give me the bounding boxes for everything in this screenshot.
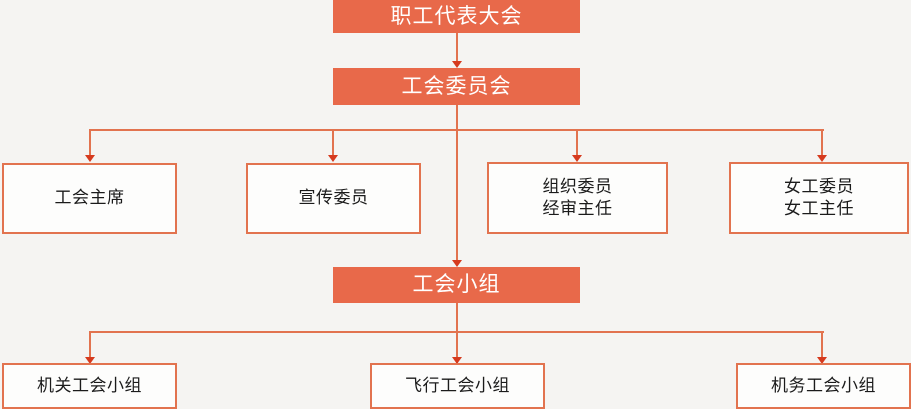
node-women[interactable]: 女工委员 女工主任 <box>729 162 909 234</box>
connector-drop-organization <box>576 129 578 155</box>
node-women-label-line1: 女工委员 <box>784 176 854 197</box>
node-group-maintenance-label: 机务工会小组 <box>771 375 876 396</box>
connector-committee-to-group-spine <box>456 105 458 260</box>
node-group-flight[interactable]: 飞行工会小组 <box>370 363 545 409</box>
node-committee[interactable]: 工会委员会 <box>333 68 580 105</box>
arrowhead-group-flight <box>452 357 462 364</box>
node-women-label-line2: 女工主任 <box>784 199 854 219</box>
connector-drop-women <box>821 129 823 155</box>
node-committee-label: 工会委员会 <box>401 73 512 98</box>
arrowhead-group <box>452 260 462 267</box>
node-organization-label-line1: 组织委员 <box>542 176 613 197</box>
node-congress-label: 职工代表大会 <box>390 3 523 28</box>
node-group[interactable]: 工会小组 <box>333 267 580 303</box>
connector-drop-chairman <box>89 129 91 155</box>
arrowhead-chairman <box>85 155 95 162</box>
node-organization-label-line2: 经审主任 <box>542 199 613 219</box>
node-group-admin-label: 机关工会小组 <box>37 375 142 396</box>
connector-congress-to-committee <box>456 33 458 61</box>
arrowhead-group-maintenance <box>817 357 827 364</box>
node-group-flight-label: 飞行工会小组 <box>405 375 510 396</box>
arrowhead-women <box>817 155 827 162</box>
node-organization[interactable]: 组织委员 经审主任 <box>487 162 668 234</box>
node-group-maintenance[interactable]: 机务工会小组 <box>736 363 911 409</box>
connector-drop-publicity <box>332 129 334 155</box>
connector-drop-group-admin <box>89 331 91 359</box>
arrowhead-committee <box>452 61 462 68</box>
arrowhead-publicity <box>328 155 338 162</box>
node-group-label: 工会小组 <box>412 272 501 297</box>
connector-drop-group-maintenance <box>821 331 823 359</box>
connector-group-stem <box>456 303 458 363</box>
arrowhead-group-admin <box>85 357 95 364</box>
node-group-admin[interactable]: 机关工会小组 <box>2 363 177 409</box>
connector-bus-bottom <box>90 331 824 333</box>
node-chairman[interactable]: 工会主席 <box>2 163 177 234</box>
node-publicity-label: 宣传委员 <box>298 188 369 209</box>
node-congress[interactable]: 职工代表大会 <box>333 0 580 33</box>
arrowhead-organization <box>572 155 582 162</box>
node-chairman-label: 工会主席 <box>54 188 125 209</box>
node-publicity[interactable]: 宣传委员 <box>246 163 421 234</box>
